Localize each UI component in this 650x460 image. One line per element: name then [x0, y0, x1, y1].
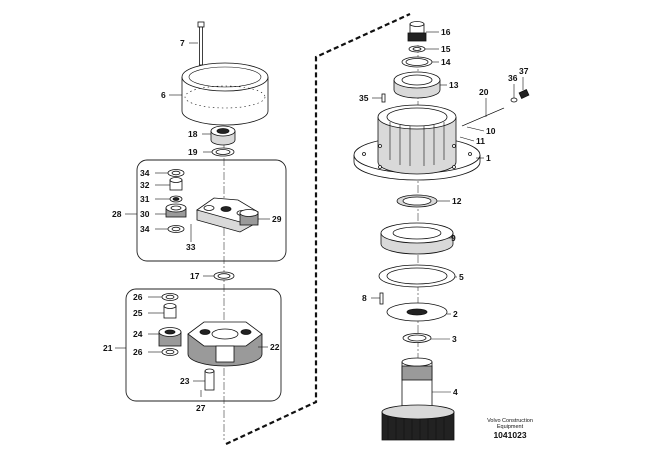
group-21-box: [125, 288, 282, 402]
part-1-housing: [353, 104, 481, 181]
label-15: 15: [441, 44, 451, 54]
label-9: 9: [451, 233, 456, 243]
part-34-washer-bottom: [167, 225, 185, 233]
label-17: 17: [190, 271, 200, 281]
part-23-pin: [204, 368, 215, 391]
label-10: 10: [486, 126, 496, 136]
label-35: 35: [359, 93, 369, 103]
label-7: 7: [180, 38, 185, 48]
part-34-washer-top: [167, 169, 185, 177]
brand-line-1: Volvo Construction: [487, 418, 533, 424]
label-11: 11: [476, 136, 485, 146]
part-22-carrier: [187, 321, 263, 367]
label-22: 22: [270, 342, 280, 352]
label-32: 32: [140, 180, 150, 190]
brand-line-2: Equipment: [497, 424, 524, 430]
part-20-bolt: [461, 107, 505, 127]
label-21: 21: [103, 343, 113, 353]
label-30: 30: [140, 209, 150, 219]
part-2-spacer: [386, 302, 448, 322]
label-34-bottom: 34: [140, 224, 150, 234]
label-1: 1: [486, 153, 491, 163]
part-3-washer: [402, 333, 432, 343]
part-16-plug: [407, 21, 427, 42]
label-16: 16: [441, 27, 451, 37]
part-26-washer-bottom: [161, 348, 179, 356]
label-34-top: 34: [140, 168, 150, 178]
part-4-pinion-shaft: [381, 357, 455, 441]
part-13-bearing: [393, 71, 441, 99]
label-14: 14: [441, 57, 451, 67]
part-19-washer: [211, 147, 235, 157]
label-25: 25: [133, 308, 143, 318]
part-36-fitting: [510, 97, 518, 103]
part-8-bolt: [379, 292, 384, 305]
label-31: 31: [140, 194, 150, 204]
part-14-ring: [401, 56, 433, 68]
part-7-bolt: [197, 21, 205, 66]
label-37: 37: [519, 66, 529, 76]
part-5-ring: [378, 264, 456, 288]
part-18-bearing: [210, 125, 236, 146]
part-6-ring: [181, 62, 269, 126]
label-19: 19: [188, 147, 198, 157]
part-32-sleeve: [169, 177, 183, 191]
part-9-bearing: [380, 222, 454, 255]
label-3: 3: [452, 334, 457, 344]
leader-lines: [115, 31, 524, 397]
part-26-washer-top: [161, 293, 179, 301]
label-26-top: 26: [133, 292, 143, 302]
label-13: 13: [449, 80, 459, 90]
label-24: 24: [133, 329, 143, 339]
label-12: 12: [452, 196, 462, 206]
label-6: 6: [161, 90, 166, 100]
part-37-fitting: [518, 89, 530, 99]
label-28: 28: [112, 209, 122, 219]
label-8: 8: [362, 293, 367, 303]
part-25-sleeve: [163, 303, 177, 319]
part-30-gear: [165, 203, 187, 218]
group-28-box: [136, 159, 287, 262]
label-4: 4: [453, 387, 458, 397]
part-31-ring: [169, 195, 183, 203]
label-5: 5: [459, 272, 464, 282]
label-27: 27: [196, 403, 206, 413]
part-24-gear: [158, 327, 182, 347]
label-2: 2: [453, 309, 458, 319]
label-20: 20: [479, 87, 489, 97]
label-36: 36: [508, 73, 518, 83]
label-23: 23: [180, 376, 190, 386]
part-17-washer: [213, 271, 235, 281]
part-35-pin: [381, 93, 386, 103]
part-15-washer: [408, 45, 426, 53]
label-18: 18: [188, 129, 198, 139]
part-12-seal: [396, 194, 438, 208]
part-29-carrier: [196, 197, 259, 233]
label-29: 29: [272, 214, 282, 224]
label-26-bottom: 26: [133, 347, 143, 357]
label-33: 33: [186, 242, 196, 252]
document-number: 1041023: [493, 430, 526, 440]
dashed-connector: [225, 12, 411, 445]
